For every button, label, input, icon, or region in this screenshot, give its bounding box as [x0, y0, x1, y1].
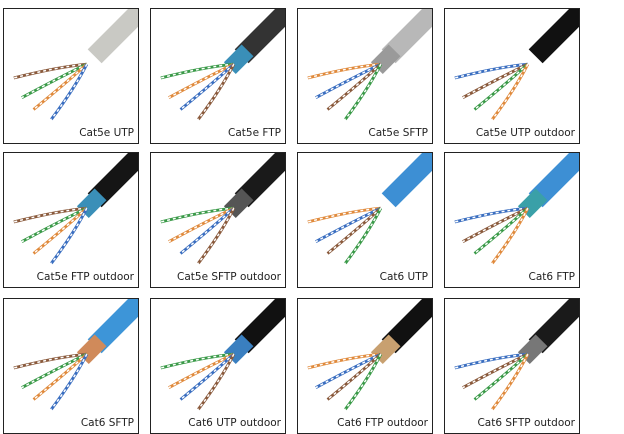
cable-jacket [528, 153, 579, 208]
wire-stripe [491, 207, 529, 264]
cable-label: Cat5e SFTP outdoor [177, 271, 281, 283]
cable-label: Cat6 FTP [528, 271, 575, 283]
cable-image [307, 153, 432, 265]
cable-image [160, 9, 285, 121]
wire-stripe [307, 63, 381, 79]
cable-jacket [234, 9, 285, 64]
wire-stripe [168, 207, 235, 243]
wire-stripe [474, 353, 529, 401]
cable-card: Cat5e FTP outdoor [3, 152, 139, 288]
wire-stripe [474, 207, 529, 255]
cable-image [454, 9, 579, 121]
wire-stripe [160, 353, 234, 369]
cable-image [13, 9, 138, 121]
wire-stripe [491, 63, 529, 120]
cable-label: Cat5e FTP outdoor [36, 271, 134, 283]
cable-card: Cat5e UTP outdoor [444, 8, 580, 144]
wire-stripe [307, 207, 381, 223]
wire-stripe [50, 207, 88, 264]
wire-stripe [307, 353, 381, 369]
wire-stripe [491, 353, 529, 410]
cable-card: Cat5e UTP [3, 8, 139, 144]
wire-stripe [168, 63, 235, 99]
cable-label: Cat6 UTP [379, 271, 428, 283]
cable-image [13, 299, 138, 411]
cable-card: Cat6 SFTP [3, 298, 139, 434]
wire-stripe [344, 63, 382, 120]
wire-stripe [344, 207, 382, 264]
cable-jacket [87, 299, 138, 354]
cable-jacket [381, 153, 432, 208]
wire-stripe [13, 353, 87, 369]
cable-label: Cat6 FTP outdoor [337, 417, 428, 429]
wire-stripe [315, 207, 382, 243]
wire-stripe [180, 353, 235, 401]
wire-stripe [160, 207, 234, 223]
wire-stripe [462, 207, 529, 243]
wire-stripe [180, 207, 235, 255]
wire-stripe [454, 63, 528, 79]
wire-stripe [462, 353, 529, 389]
wire-stripe [315, 63, 382, 99]
cable-image [307, 299, 432, 411]
cable-jacket [528, 299, 579, 354]
cable-card: Cat6 UTP outdoor [150, 298, 286, 434]
wire-stripe [13, 207, 87, 223]
cable-card: Cat6 FTP outdoor [297, 298, 433, 434]
cable-image [454, 153, 579, 265]
wire-stripe [454, 353, 528, 369]
cable-image [160, 299, 285, 411]
wire-stripe [474, 63, 529, 111]
wire-stripe [180, 63, 235, 111]
wire-stripe [13, 63, 87, 79]
wire-stripe [21, 207, 88, 243]
cable-jacket [381, 9, 432, 64]
wire-stripe [197, 207, 235, 264]
cable-label: Cat6 SFTP [80, 417, 134, 429]
cable-card: Cat6 FTP [444, 152, 580, 288]
cable-jacket [234, 299, 285, 354]
cable-image [160, 153, 285, 265]
cable-label: Cat5e FTP [228, 127, 281, 139]
cable-card: Cat6 SFTP outdoor [444, 298, 580, 434]
wire-stripe [315, 353, 382, 389]
wire-stripe [21, 63, 88, 99]
cable-label: Cat5e UTP outdoor [475, 127, 575, 139]
wire-stripe [33, 207, 88, 255]
cable-jacket [87, 153, 138, 208]
cable-card: Cat5e SFTP [297, 8, 433, 144]
wire-stripe [454, 207, 528, 223]
wire-stripe [21, 353, 88, 389]
cable-image [13, 153, 138, 265]
cable-jacket [234, 153, 285, 208]
cable-label: Cat5e UTP [79, 127, 134, 139]
wire-stripe [50, 63, 88, 120]
cable-card: Cat6 UTP [297, 152, 433, 288]
wire-stripe [462, 63, 529, 99]
cable-label: Cat6 SFTP outdoor [477, 417, 575, 429]
cable-jacket [381, 299, 432, 354]
wire-stripe [160, 63, 234, 79]
cable-jacket [87, 9, 138, 64]
wire-stripe [344, 353, 382, 410]
wire-stripe [197, 63, 235, 120]
cable-jacket [528, 9, 579, 64]
wire-stripe [50, 353, 88, 410]
wire-stripe [197, 353, 235, 410]
wire-stripe [327, 63, 382, 111]
cable-label: Cat6 UTP outdoor [188, 417, 281, 429]
wire-stripe [33, 353, 88, 401]
wire-stripe [327, 353, 382, 401]
wire-stripe [168, 353, 235, 389]
cable-image [454, 299, 579, 411]
cable-card: Cat5e SFTP outdoor [150, 152, 286, 288]
cable-label: Cat5e SFTP [368, 127, 428, 139]
cable-image [307, 9, 432, 121]
wire-stripe [327, 207, 382, 255]
cable-card: Cat5e FTP [150, 8, 286, 144]
wire-stripe [33, 63, 88, 111]
